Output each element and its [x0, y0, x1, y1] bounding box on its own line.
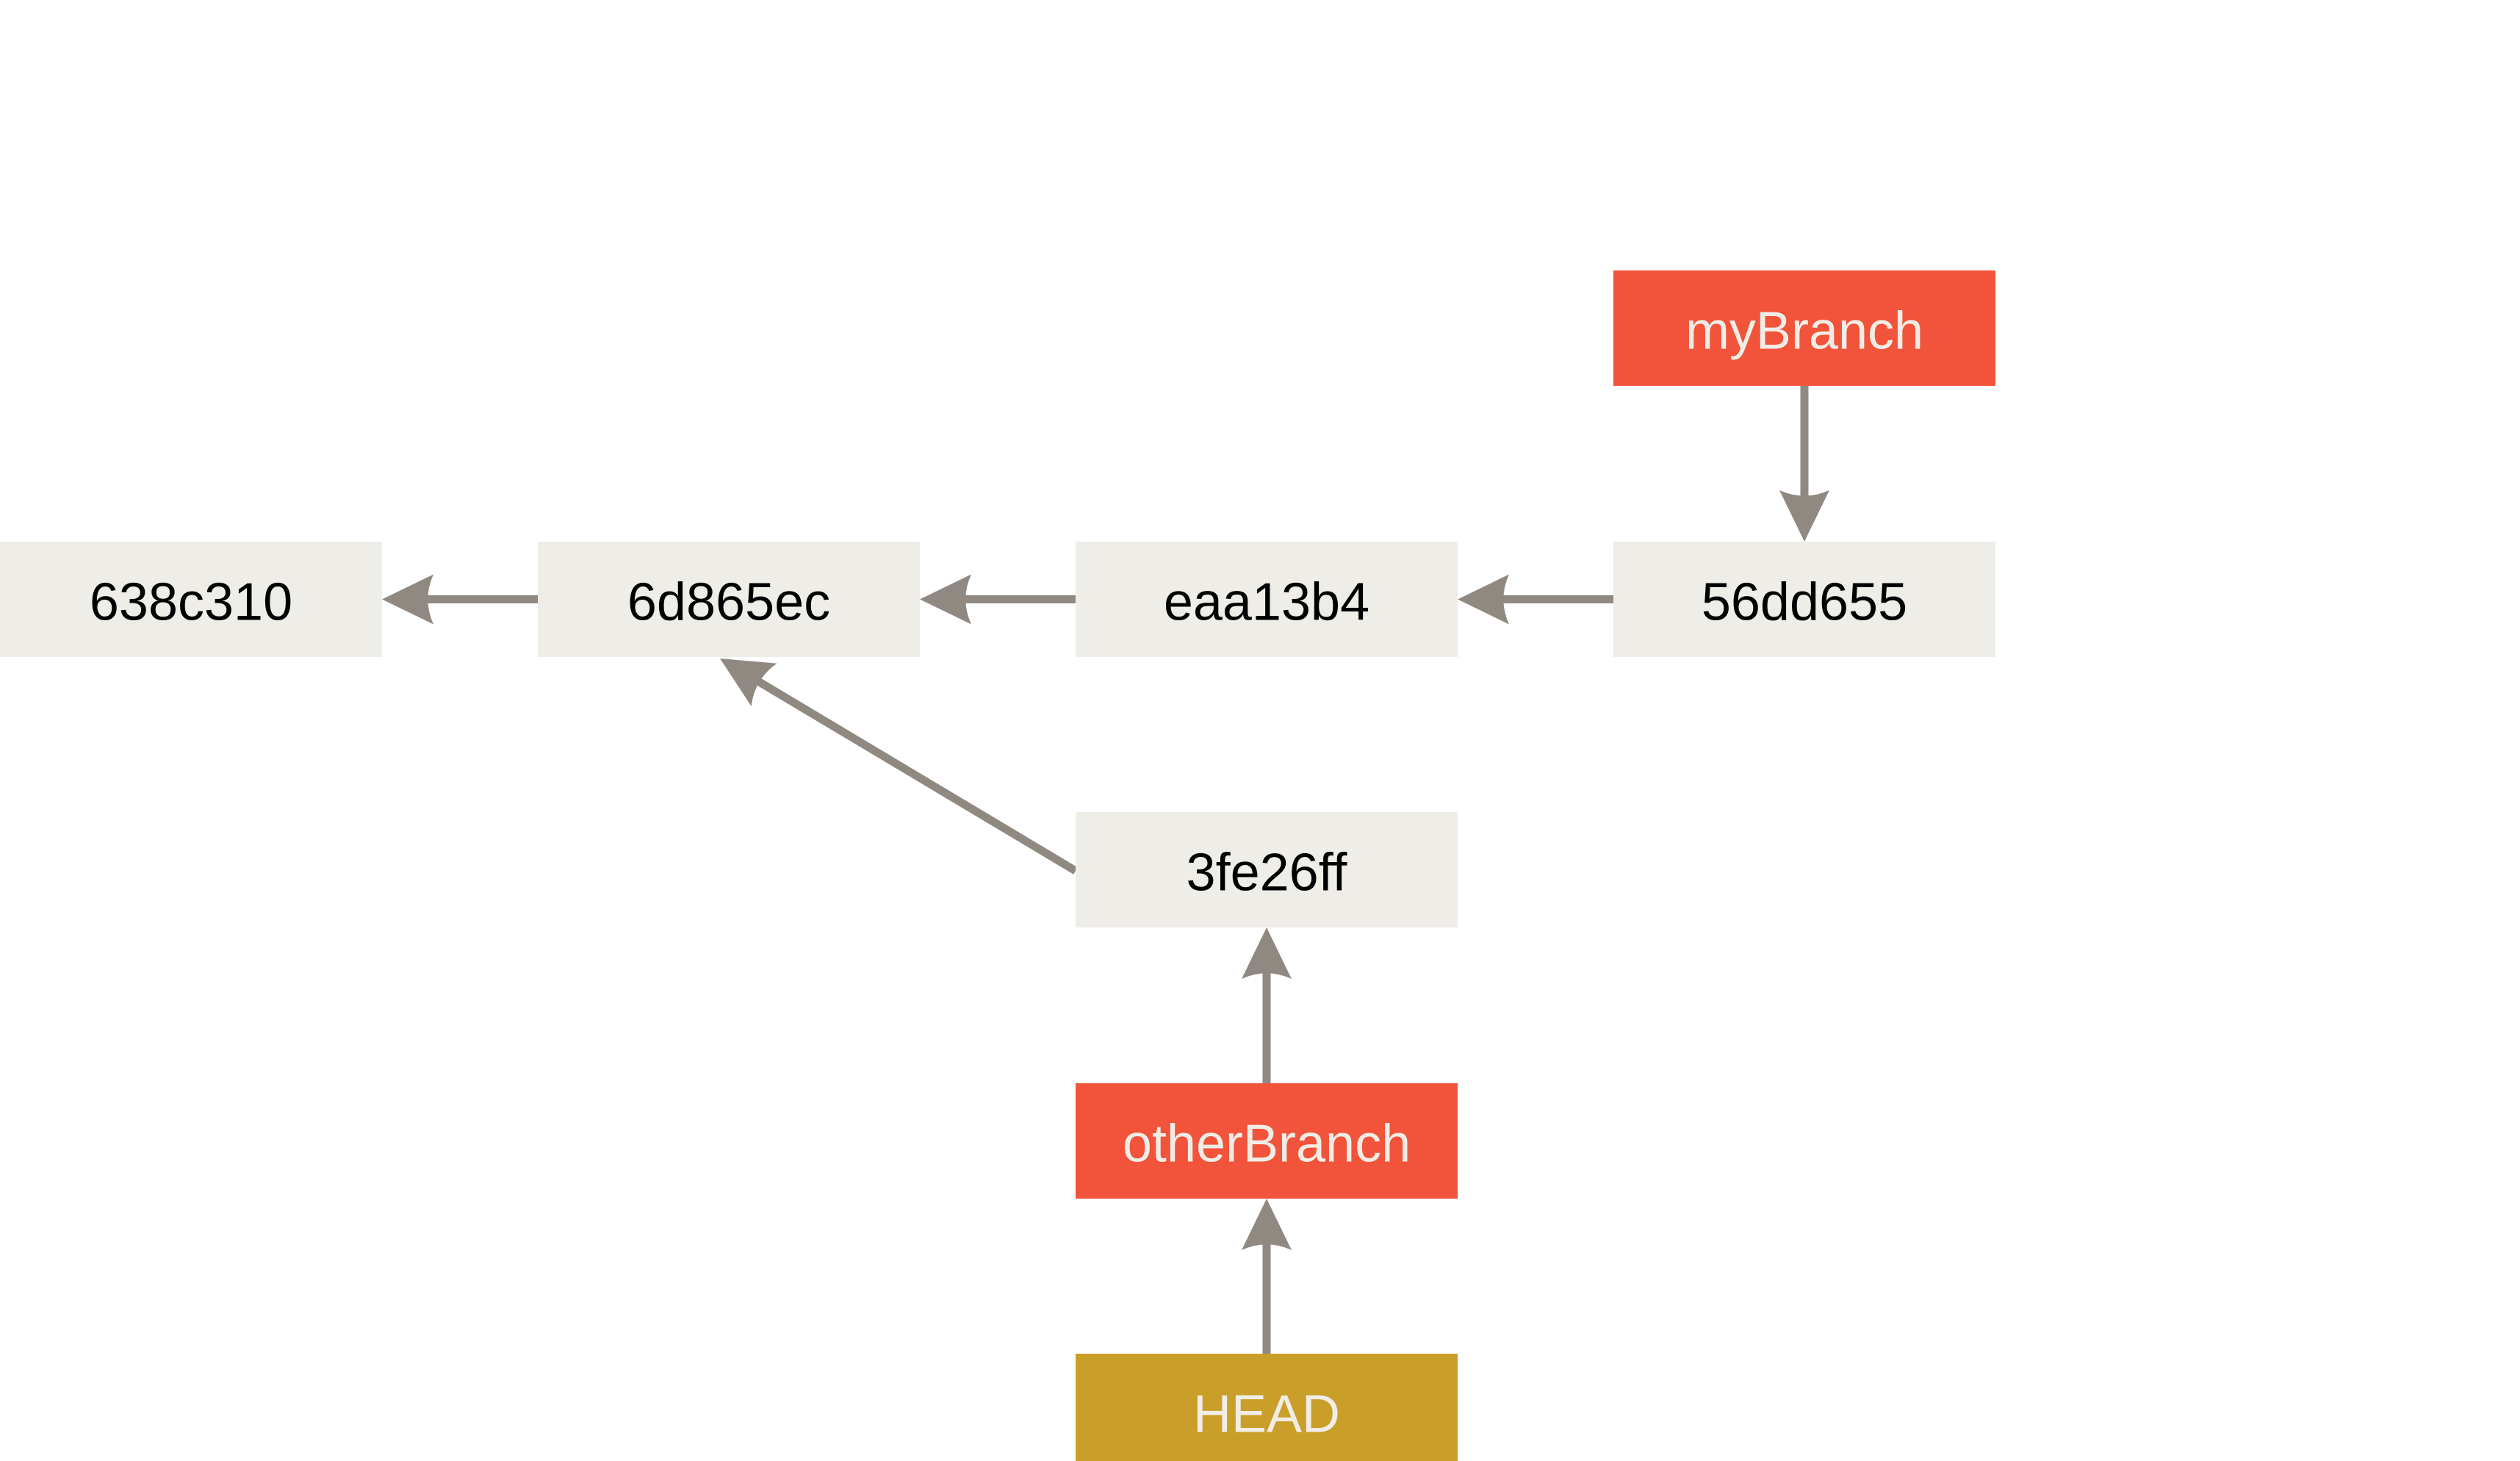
edge-arrow — [1242, 1199, 1292, 1354]
branch-ref: myBranch — [1613, 270, 1995, 386]
head-ref: HEAD — [1076, 1354, 1458, 1461]
edge-arrow — [920, 574, 1076, 625]
commit-node: 56dd655 — [1613, 542, 1995, 657]
node-box — [1613, 270, 1995, 386]
edge-arrow — [1242, 927, 1292, 1083]
arrowhead-icon — [920, 574, 971, 625]
node-box — [1613, 542, 1995, 657]
node-box — [538, 542, 920, 657]
node-box — [0, 542, 382, 657]
edge-arrow — [720, 658, 1078, 875]
node-label: 56dd655 — [1702, 573, 1907, 632]
commit-node: 6d865ec — [538, 542, 920, 657]
branch-ref: otherBranch — [1076, 1083, 1458, 1199]
edge-line — [755, 678, 1078, 875]
commit-node: eaa13b4 — [1076, 542, 1458, 657]
arrowhead-icon — [720, 658, 777, 707]
edge-arrow — [1779, 386, 1829, 542]
arrowhead-icon — [1242, 927, 1292, 979]
node-label: 6d865ec — [627, 573, 830, 632]
commit-node: 3fe26ff — [1076, 812, 1458, 927]
node-label: 3fe26ff — [1187, 844, 1348, 902]
arrowhead-icon — [1242, 1199, 1292, 1250]
node-label: myBranch — [1685, 302, 1923, 361]
node-box — [1076, 1083, 1458, 1199]
edges-layer — [382, 386, 1829, 1354]
arrowhead-icon — [1458, 574, 1509, 625]
edge-arrow — [1458, 574, 1613, 625]
node-box — [1076, 812, 1458, 927]
node-label: eaa13b4 — [1164, 573, 1369, 632]
node-box — [1076, 542, 1458, 657]
nodes-layer: 638c310 6d865ec eaa13b4 56dd655 3fe26ff myBra… — [0, 270, 1995, 1461]
edge-arrow — [382, 574, 538, 625]
node-label: 638c310 — [90, 573, 292, 632]
arrowhead-icon — [1779, 490, 1829, 542]
commit-node: 638c310 — [0, 542, 382, 657]
node-label: otherBranch — [1123, 1115, 1411, 1174]
node-label: HEAD — [1193, 1385, 1340, 1444]
arrowhead-icon — [382, 574, 433, 625]
node-box — [1076, 1354, 1458, 1461]
